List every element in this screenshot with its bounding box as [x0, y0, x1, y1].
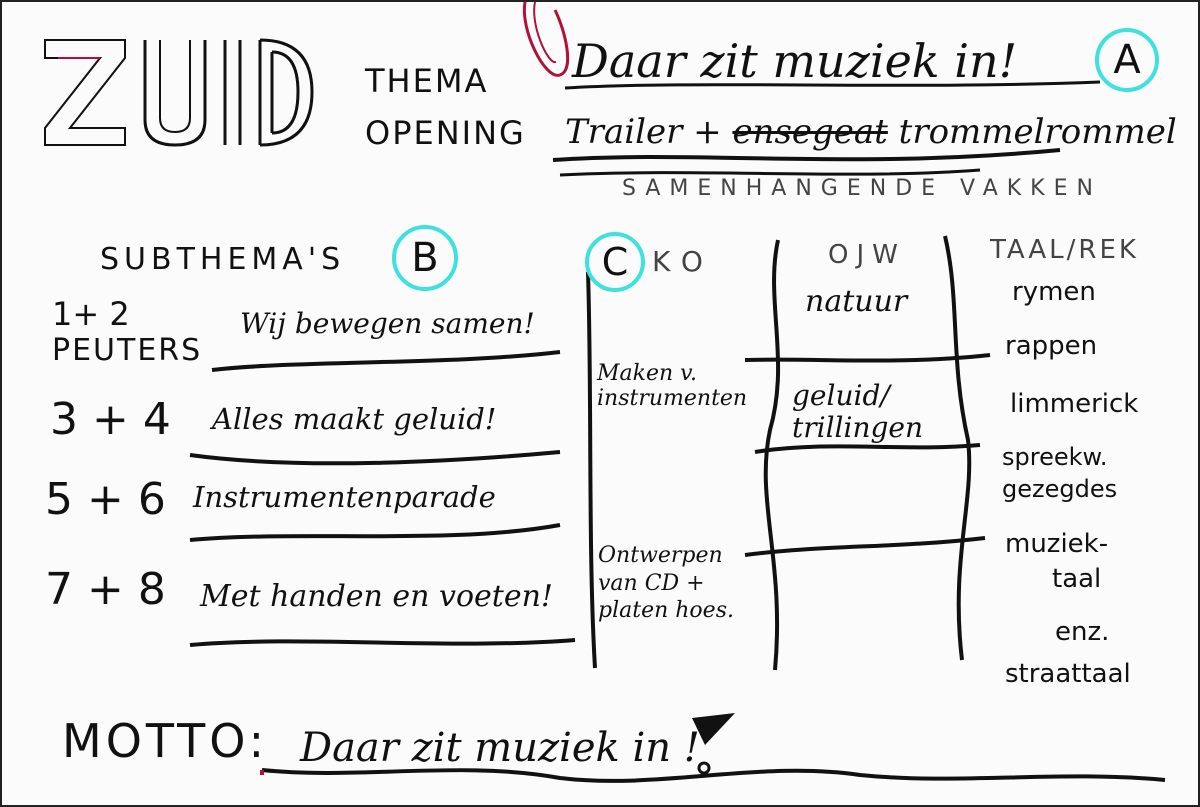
ojw-item-line-3: trillingen [792, 411, 924, 445]
taal-item-4: spreekw. [1002, 443, 1108, 471]
taal-item-7: taal [1052, 564, 1102, 594]
opening-value-end: trommelrommel [898, 112, 1177, 152]
opening-value: Trailer + ensegeat trommelrommel [565, 115, 1177, 149]
column-header-ko: KO [652, 245, 715, 278]
subthema-row-1-groups: 1+ 2 PEUTERS [52, 295, 202, 369]
ko-item-line-2: instrumenten [597, 385, 748, 411]
badge-a-label: A [1113, 37, 1141, 83]
vakken-title: SAMENHANGENDE VAKKEN [622, 176, 1102, 201]
opening-label: OPENING [365, 114, 526, 152]
taal-item-3: limmerick [1010, 389, 1139, 419]
column-header-taal: TAAL/REK [990, 235, 1139, 265]
ojw-item-1: natuur [805, 284, 908, 319]
badge-a: A [1095, 28, 1159, 92]
opening-value-start: Trailer + [565, 112, 722, 152]
subthemas-title: SUBTHEMA'S [100, 242, 346, 277]
taal-item-1: rymen [1012, 277, 1096, 307]
taal-item-9: straattaal [1005, 659, 1131, 689]
ko-item-line-1: Maken v. [597, 361, 697, 386]
badge-b-label: B [411, 235, 439, 281]
ko-item-line-5: platen hoes. [598, 598, 734, 623]
taal-item-5: gezegdes [1002, 475, 1118, 503]
badge-b: B [392, 225, 458, 291]
subthema-row-2-text: Alles maakt geluid! [212, 402, 497, 436]
motto-value: Daar zit muziek in ! [300, 725, 700, 771]
column-header-ojw: OJW [828, 240, 906, 270]
thema-label: THEMA [365, 62, 489, 100]
logo-zuid [42, 30, 317, 150]
ko-item-2: Ontwerpen van CD + platen hoes. [598, 542, 734, 625]
motto-label: MOTTO: [62, 714, 269, 768]
ojw-item-2: geluid/ trillingen [792, 379, 924, 445]
subthema-row-1-groups-line1: 1+ 2 [52, 295, 130, 333]
subthema-row-3-text: Instrumentenparade [193, 480, 496, 514]
subthema-row-1-text: Wij bewegen samen! [240, 307, 535, 340]
badge-c-label: C [601, 240, 629, 284]
thema-value: Daar zit muziek in! [572, 34, 1018, 88]
subthema-row-1-groups-line2: PEUTERS [52, 333, 203, 369]
ojw-item-line-2: geluid/ [792, 379, 890, 412]
opening-struck: ensegeat [732, 112, 888, 152]
badge-c: C [585, 232, 645, 292]
taal-item-8: enz. [1055, 617, 1110, 647]
subthema-row-2-groups: 3 + 4 [50, 394, 171, 445]
taal-item-2: rappen [1005, 331, 1098, 361]
taal-item-6: muziek- [1005, 529, 1109, 559]
subthema-row-3-groups: 5 + 6 [45, 474, 166, 525]
ko-item-line-3: Ontwerpen [598, 543, 723, 568]
ko-item-line-4: van CD + [598, 570, 705, 596]
subthema-row-4-groups: 7 + 8 [45, 564, 166, 615]
ko-item-1: Maken v. instrumenten [597, 361, 748, 411]
subthema-row-4-text: Met handen en voeten! [200, 579, 553, 614]
